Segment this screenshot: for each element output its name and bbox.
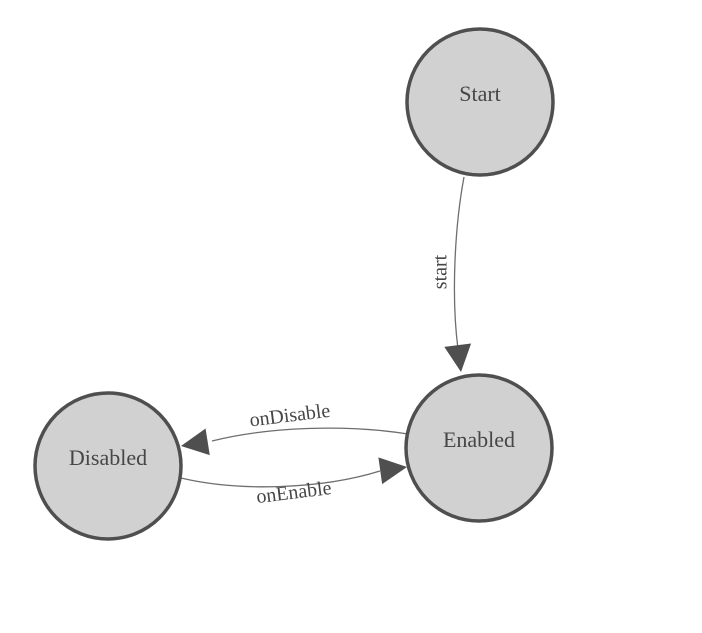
arrowhead-icon-onenable-transition <box>378 457 407 485</box>
arrowhead-icon-ondisable-transition <box>181 428 210 456</box>
state-circle-enabled[interactable] <box>404 373 554 523</box>
state-node-enabled[interactable]: Enabled <box>404 373 554 523</box>
edge-ondisable-transition: onDisable <box>181 400 409 456</box>
edge-onenable-transition: onEnable <box>180 457 407 508</box>
edge-label-onenable-transition: onEnable <box>255 477 333 508</box>
state-node-disabled[interactable]: Disabled <box>33 391 183 541</box>
edge-start-transition: start <box>430 176 472 372</box>
state-node-start[interactable]: Start <box>405 27 555 177</box>
edge-label-start-transition: start <box>430 254 452 289</box>
state-circle-disabled[interactable] <box>33 391 183 541</box>
arrowhead-icon-start-transition <box>444 343 472 372</box>
edge-line-onenable-transition <box>180 470 381 488</box>
state-label-start: Start <box>459 81 501 106</box>
state-label-disabled: Disabled <box>69 445 147 470</box>
state-circle-start[interactable] <box>405 27 555 177</box>
edge-label-ondisable-transition: onDisable <box>248 400 331 432</box>
state-label-enabled: Enabled <box>443 427 515 452</box>
edge-line-start-transition <box>453 176 465 350</box>
edge-line-ondisable-transition <box>211 427 409 442</box>
